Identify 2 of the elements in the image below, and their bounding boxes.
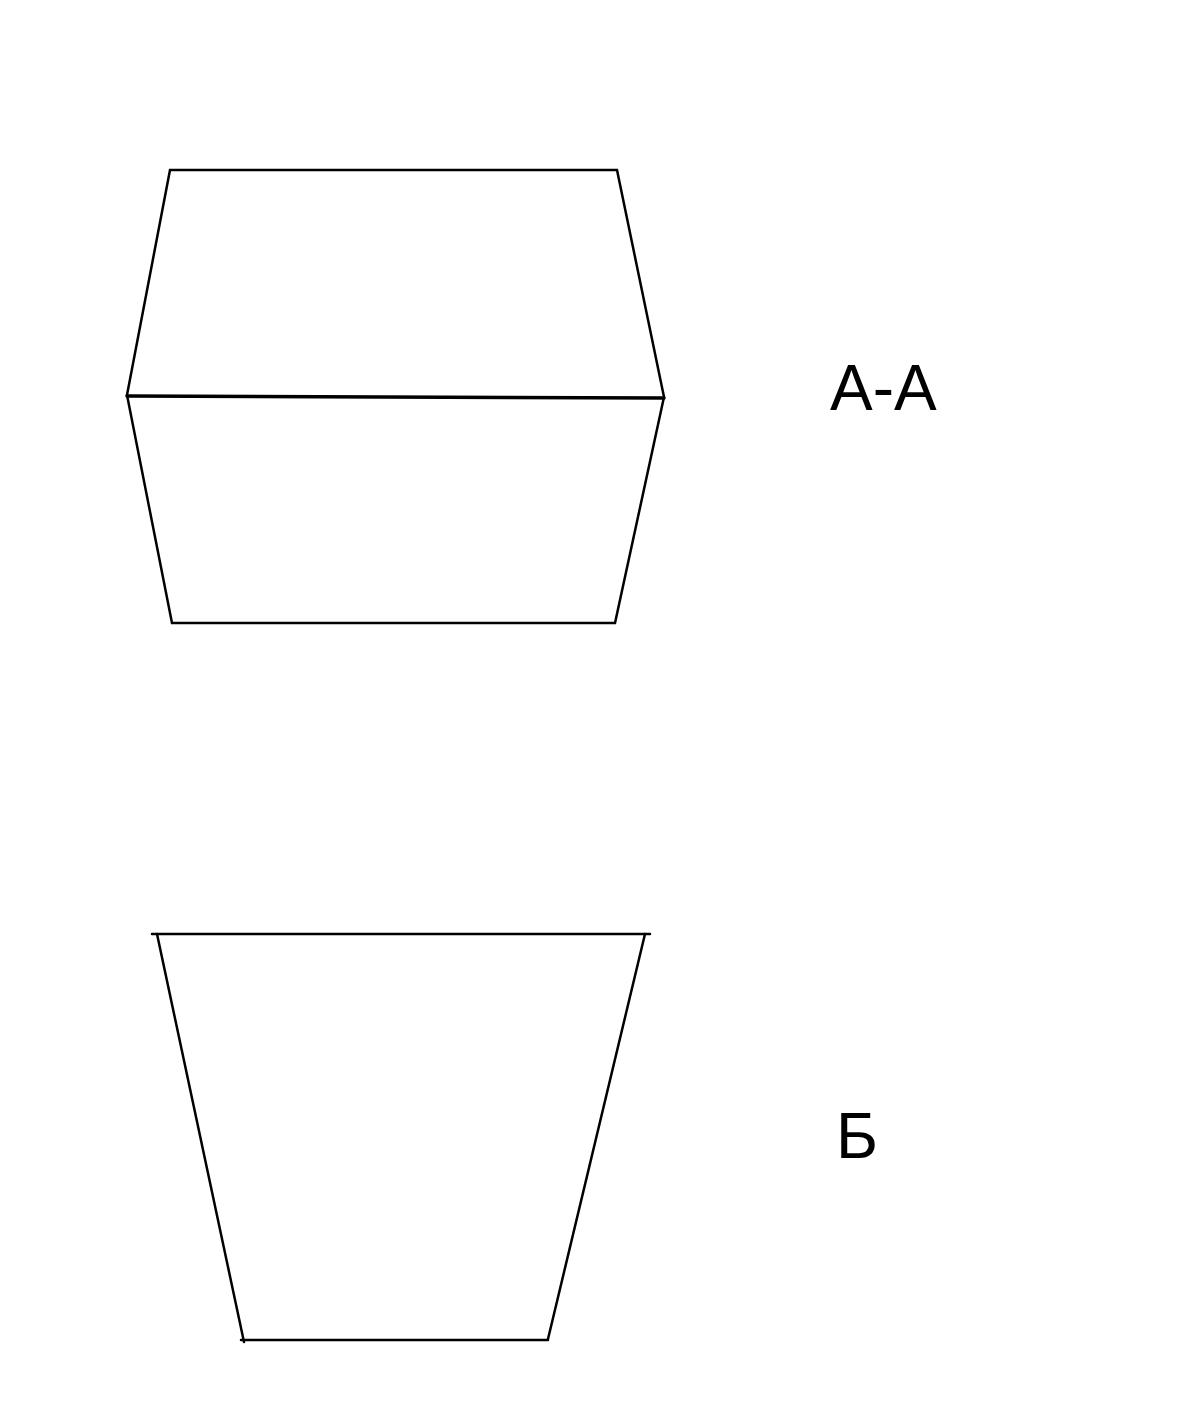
section-label: А-А	[830, 356, 937, 420]
view-label: Б	[836, 1104, 878, 1168]
